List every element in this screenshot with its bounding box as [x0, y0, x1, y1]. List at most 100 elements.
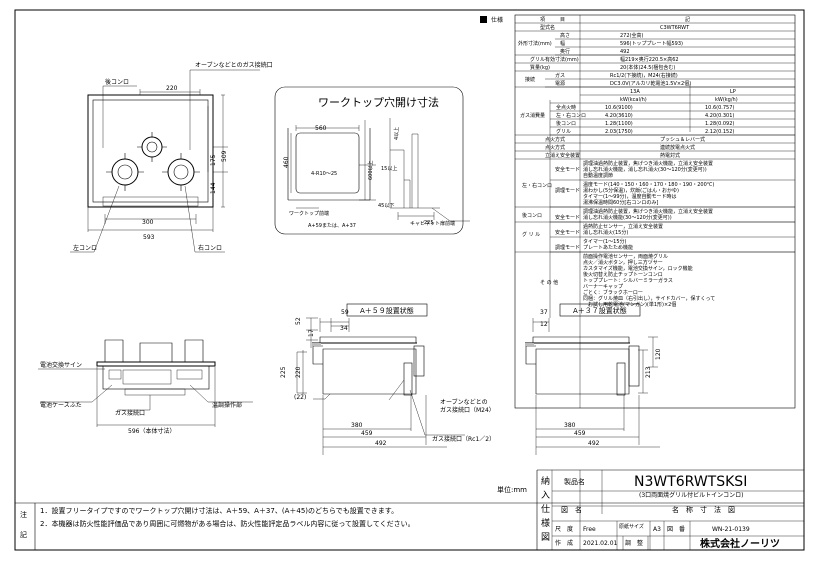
- unit-label: 単位:mm: [497, 485, 527, 494]
- a37-dim-12: 12: [540, 321, 548, 328]
- spec-group: 接続: [525, 76, 535, 83]
- size-label: 原紙サイズ: [619, 523, 644, 530]
- front-top-plate: [96, 361, 216, 367]
- worktop-edge: [287, 128, 371, 201]
- gas-pipe-base: [124, 388, 186, 396]
- front-body: [102, 365, 210, 390]
- a37-plate: [532, 336, 630, 344]
- made-label: 作 成: [555, 539, 573, 547]
- dim-45-text: 45以下: [378, 203, 394, 209]
- label-battery-cover: 電池ケースふた: [40, 401, 82, 409]
- spec-value: 4.20(3610): [605, 113, 633, 119]
- made-date: 2021.02.01: [583, 540, 618, 547]
- label-gas-inlet: オーブンなどとのガス接続口: [195, 61, 273, 69]
- spec-value: 10.6(0.757): [705, 105, 734, 111]
- a59-front: [312, 345, 323, 365]
- delivery-4: 様: [541, 517, 550, 529]
- side-a37-title: A＋３７設置状態: [573, 306, 627, 315]
- left-knob: [108, 369, 122, 380]
- drawing-label: 図 名: [561, 505, 582, 514]
- dim-560-text: 560: [315, 125, 327, 132]
- spec-label: ガス: [555, 72, 565, 79]
- label-left-burner: 左コンロ: [73, 244, 97, 252]
- leader-temp-panel: [189, 384, 253, 403]
- dim-225: [397, 212, 435, 220]
- spec-group: ガス消費量: [520, 112, 545, 119]
- spec-other-line: バーナーキャップ: [583, 284, 623, 290]
- spec-group: 後コンロ: [522, 212, 542, 219]
- spec-group: 左・右コンロ: [522, 182, 552, 189]
- a37-dim-120: 120: [655, 348, 662, 360]
- spec-value: 596(トッププレート幅593): [620, 40, 683, 47]
- delivery-2: 入: [541, 490, 550, 501]
- title-grid: [551, 470, 804, 550]
- a37-dim-459: 459: [574, 430, 586, 437]
- a59-bottom-dims: [322, 395, 447, 455]
- leader-cabinet: [431, 207, 470, 222]
- dim-460-text: 460: [283, 156, 290, 168]
- company-logo: 株式会社ノーリツ: [700, 537, 780, 550]
- spec-value: 消し忘れ消火機能(30～120分(変更可)): [583, 214, 672, 221]
- spec-group: そ の 他: [540, 279, 558, 286]
- spec-value: 温度モード(140・150・160・170・180・190・200℃): [583, 181, 714, 188]
- sheet-border: [14, 9, 805, 551]
- control-strip: [102, 196, 199, 207]
- label-worktop-front: ワークトップ前端: [289, 210, 329, 217]
- side-label-rc: ガス接続口（Rc1／2）: [432, 435, 495, 443]
- spec-label: 立消え安全装置: [545, 152, 580, 159]
- a59-plate: [319, 336, 417, 344]
- dim-300: 300: [142, 219, 154, 226]
- drawing-name: 名 称 寸 法 図: [672, 505, 735, 514]
- scale-label: 尺 度: [555, 525, 573, 533]
- dim-175: 175: [210, 154, 217, 166]
- spec-value: 調理油過熱防止装置，焦げつき消火機能，立消え安全装置: [583, 208, 713, 215]
- spec-value: 1.28(0.092): [705, 121, 734, 127]
- a37-dim-492: 492: [588, 440, 600, 447]
- a59-dim-59: 59: [341, 309, 349, 316]
- grill-window: [122, 369, 172, 385]
- spec-label: 点火方式: [545, 144, 565, 151]
- a59-top-dims: [319, 318, 350, 332]
- a37-top-dims: [532, 318, 550, 332]
- spec-label: 奥行: [560, 48, 570, 55]
- leader-left: [70, 185, 120, 253]
- spec-value: タイマー(1～15分): [583, 238, 626, 245]
- dim-4-text: 4以上: [393, 127, 400, 140]
- spec-value: 2.03(1750): [605, 129, 633, 135]
- cutout-title: ワークトップ穴開け寸法: [318, 95, 439, 109]
- dim-144: 144: [210, 182, 217, 194]
- spec-label: 調理モード: [555, 187, 580, 194]
- spec-unit: kW(kcal/h): [620, 97, 647, 103]
- a59-dim-220: 220: [295, 366, 302, 378]
- side-label-oven-1: オーブンなどとの: [440, 398, 488, 406]
- note-2: 2．本機器は防火性能評価品であり周囲に可燃物がある場合は、防火性能評定品ラベル内…: [40, 519, 415, 528]
- spec-label: 幅: [560, 40, 565, 47]
- spec-header-item: 項 目: [540, 17, 565, 23]
- dim-15: [359, 164, 376, 201]
- spec-other-line: 同梱：グリル焼皿（右引出し），サイドカバー，保すくって: [583, 295, 715, 302]
- a59-dim-380: 380: [351, 422, 363, 429]
- dim-top-220: 220: [166, 85, 178, 92]
- side-a59-title: A＋５９設置状態: [360, 306, 414, 315]
- cutout-hole: [295, 132, 360, 194]
- a59-dim-492: 492: [375, 440, 387, 447]
- spec-group: 外形寸法(mm): [518, 40, 552, 47]
- glass-top-inner: [92, 99, 209, 203]
- side-label-oven-2: ガス接続口（M24）: [440, 406, 495, 414]
- a59-worktop-hatch: [312, 343, 321, 346]
- spec-value: Rc1/2(下接続)，M24(右接続): [610, 72, 678, 79]
- delivery-5: 図: [541, 532, 550, 543]
- spec-value: 調理油過熱防止装置，焦げつき消火機能，立消え安全装置: [583, 160, 713, 167]
- a59-dim-52: 52: [295, 317, 302, 325]
- a37-dim-37: 37: [540, 309, 548, 316]
- scale-value: Free: [583, 526, 596, 533]
- front-grates: [104, 339, 204, 363]
- note-1: 1．設置フリータイプですのでワークトップ穴開け寸法は、A＋59、A＋37、(A＋…: [40, 506, 398, 515]
- product-name: N3WT6RWTSKSI: [634, 474, 747, 490]
- notes-label-1: 注: [20, 510, 27, 519]
- spec-value: DC3.0V(アルカリ乾電池1.5V×2個): [610, 80, 691, 87]
- spec-value: 4.20(0.301): [705, 113, 734, 119]
- spec-value: プレートあたため機能: [583, 244, 633, 251]
